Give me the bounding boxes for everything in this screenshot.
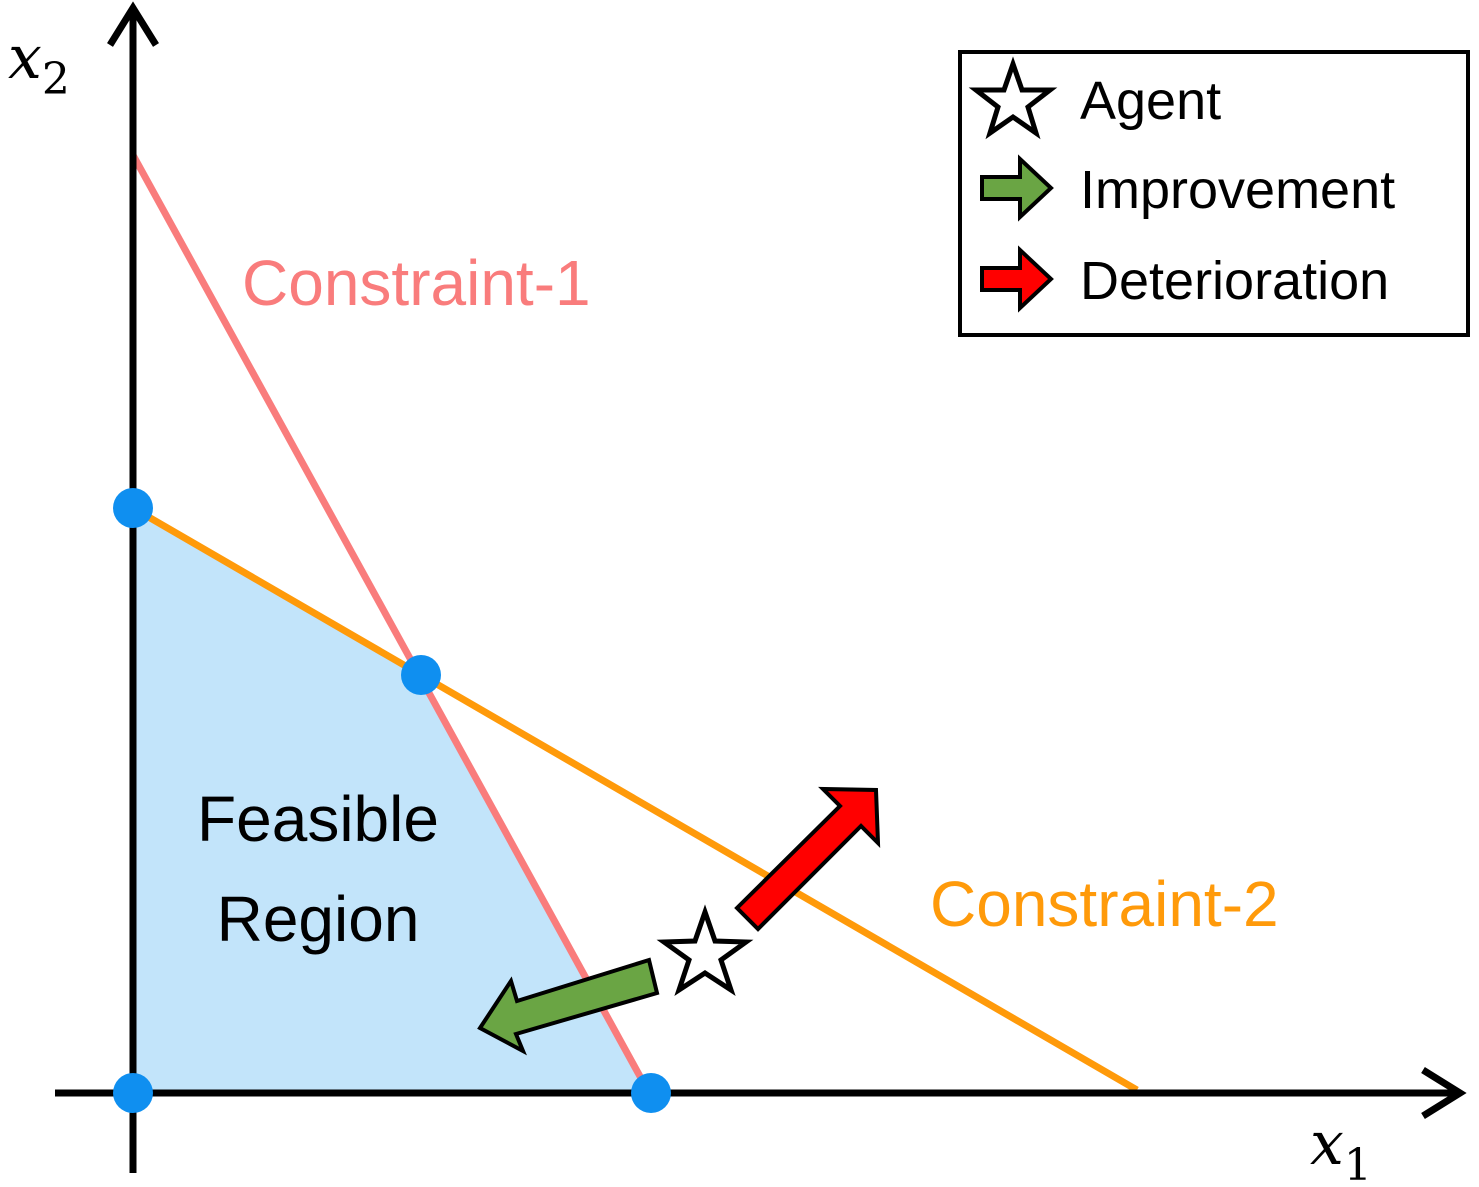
deterioration-arrow — [734, 786, 881, 932]
x-axis-label: x1 — [1310, 1109, 1372, 1187]
improvement-arrow — [477, 957, 660, 1056]
constraint-2-label: Constraint-2 — [930, 868, 1279, 940]
red-arrow-icon — [980, 245, 1054, 313]
legend-label-improvement: Improvement — [1080, 160, 1395, 220]
vertex-point — [113, 1073, 153, 1113]
region-label-line1: Feasible — [197, 783, 439, 855]
vertex-point — [113, 488, 153, 528]
feasible-region — [133, 508, 651, 1093]
legend-label-deterioration: Deterioration — [1080, 251, 1389, 311]
constraint-1-label: Constraint-1 — [242, 247, 591, 319]
agent-star-icon — [656, 904, 754, 997]
constraint-2-line — [131, 504, 1139, 1094]
legend: Agent Improvement Deterioration — [958, 50, 1470, 337]
green-arrow-icon — [980, 154, 1054, 222]
region-label-line2: Region — [217, 883, 420, 955]
vertex-point — [631, 1073, 671, 1113]
x-axis-arrowhead — [1421, 1067, 1467, 1119]
legend-label-agent: Agent — [1080, 71, 1221, 131]
vertex-point — [401, 655, 441, 695]
constraint-1-line — [129, 153, 646, 1082]
y-axis-arrowhead — [107, 1, 159, 47]
star-icon — [968, 56, 1058, 140]
y-axis-label: x2 — [8, 23, 70, 105]
